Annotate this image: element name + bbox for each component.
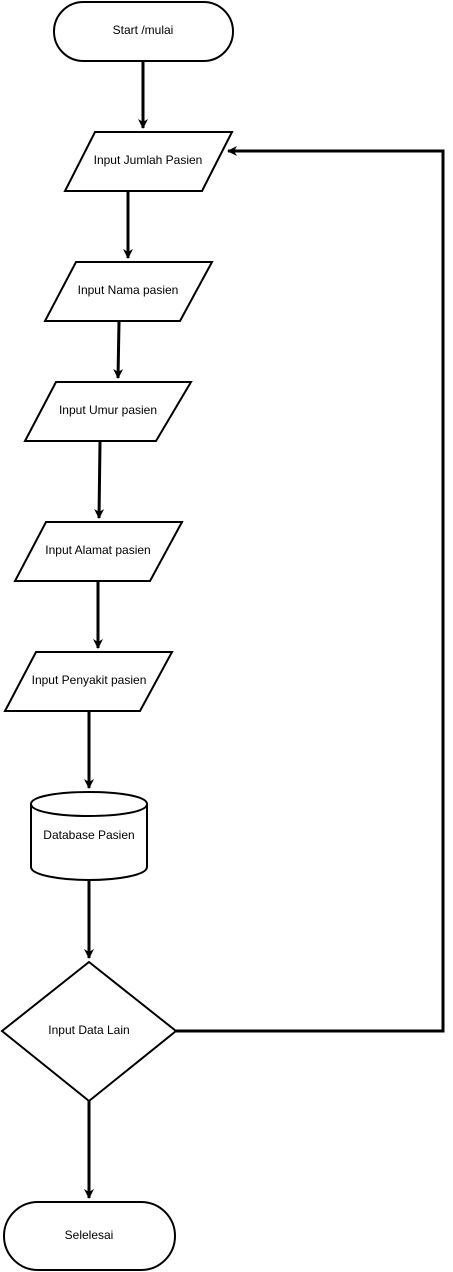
start-shape xyxy=(53,1,234,62)
input-penyakit-shape xyxy=(3,651,174,712)
input-jumlah-shape xyxy=(63,131,234,192)
input-penyakit-node: Input Penyakit pasien xyxy=(3,651,174,712)
decision-label: Input Data Lain xyxy=(48,1023,129,1037)
start-terminator: Start /mulai xyxy=(53,1,234,62)
database-node: Database Pasien xyxy=(30,790,148,882)
edges xyxy=(84,62,445,1199)
edge-nama-to-umur xyxy=(113,321,124,379)
input-alamat-label: Input Alamat pasien xyxy=(45,543,150,557)
end-label: Selelesai xyxy=(65,1228,114,1242)
end-terminator: Selelesai xyxy=(3,1201,176,1271)
start-label: Start /mulai xyxy=(113,23,174,37)
database-top-rim xyxy=(30,803,148,818)
input-nama-shape xyxy=(43,261,214,322)
database-label: Database Pasien xyxy=(43,828,134,842)
input-umur-label: Input Umur pasien xyxy=(59,403,157,417)
input-nama-label: Input Nama pasien xyxy=(78,283,179,297)
input-alamat-shape xyxy=(13,521,184,582)
input-umur-node: Input Umur pasien xyxy=(23,381,193,442)
end-shape xyxy=(3,1201,176,1271)
input-umur-shape xyxy=(23,381,193,442)
edge-umur-to-alamat xyxy=(94,441,105,519)
edge-decision-loop-back xyxy=(176,146,445,1033)
input-jumlah-label: Input Jumlah Pasien xyxy=(94,153,203,167)
input-penyakit-label: Input Penyakit pasien xyxy=(32,673,147,687)
decision-node: Input Data Lain xyxy=(0,960,178,1103)
decision-shape xyxy=(0,960,178,1103)
input-nama-node: Input Nama pasien xyxy=(43,261,214,322)
input-jumlah-node: Input Jumlah Pasien xyxy=(63,131,234,192)
input-alamat-node: Input Alamat pasien xyxy=(13,521,184,582)
